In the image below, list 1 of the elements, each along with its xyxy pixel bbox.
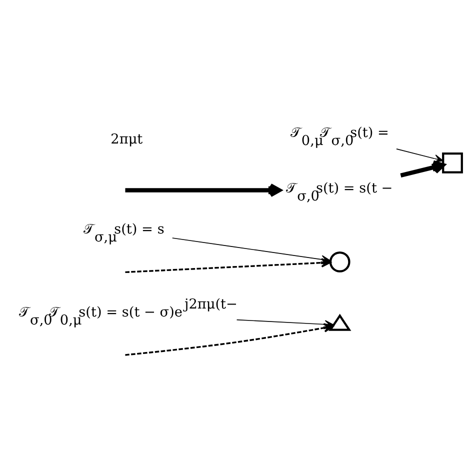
label: 2πμt (110, 131, 143, 148)
